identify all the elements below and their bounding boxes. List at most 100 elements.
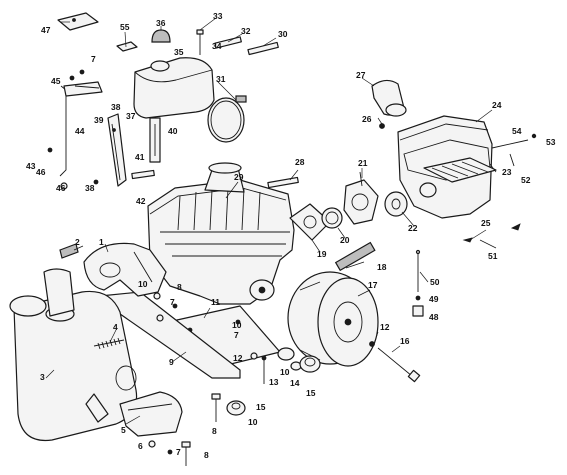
part-3-muffler [9, 268, 138, 442]
callout-47: 47 [41, 25, 51, 35]
callout-25: 25 [481, 218, 491, 228]
callout-1: 1 [99, 237, 104, 247]
part-14-bushing [277, 347, 302, 371]
callout-24: 24 [492, 100, 502, 110]
part-51-clip [510, 223, 521, 231]
callout-7-d: 7 [176, 447, 181, 457]
callout-30: 30 [278, 29, 288, 39]
callout-7-c: 7 [234, 330, 239, 340]
part-43-washer [47, 147, 53, 153]
callout-32: 32 [241, 26, 251, 36]
part-5-heat-shield [119, 391, 183, 437]
part-38-nut [93, 179, 99, 185]
part-26-clamp [379, 123, 385, 129]
callout-10-a: 10 [138, 279, 148, 289]
callout-15-b: 15 [256, 402, 266, 412]
callout-55: 55 [120, 22, 130, 32]
callout-21: 21 [358, 158, 368, 168]
callout-46-b: 46 [56, 183, 66, 193]
callout-2: 2 [75, 237, 80, 247]
callout-9: 9 [169, 357, 174, 367]
callout-28: 28 [295, 157, 305, 167]
callout-20: 20 [340, 235, 350, 245]
part-2-gasket [59, 243, 79, 259]
part-41-bracket [107, 113, 127, 187]
callout-23: 23 [502, 167, 512, 177]
callout-38-a: 38 [111, 102, 121, 112]
part-25-clip [462, 237, 473, 243]
part-17-pulley [287, 271, 379, 367]
part-8-bolts [181, 393, 221, 466]
part-28-pin [267, 176, 299, 189]
callout-10-c: 10 [280, 367, 290, 377]
callout-42: 42 [136, 196, 146, 206]
callout-53: 53 [546, 137, 556, 147]
callout-41: 41 [135, 152, 145, 162]
callout-50: 50 [430, 277, 440, 287]
part-18-bar [334, 241, 376, 272]
part-31-clamp [207, 95, 247, 143]
part-54-rod [491, 139, 529, 149]
leader-lines [45, 17, 497, 425]
callout-16: 16 [400, 336, 410, 346]
callout-numbers: 47 55 36 33 34 35 32 30 7 45 31 27 24 38… [26, 11, 556, 460]
callout-22: 22 [408, 223, 418, 233]
part-30-pin [247, 41, 279, 56]
callout-10-d: 10 [248, 417, 258, 427]
part-40-strap [149, 117, 161, 163]
part-16-bolt [369, 341, 421, 383]
callout-37: 37 [126, 111, 136, 121]
part-50-stud [412, 249, 424, 317]
part-44-bracket [59, 81, 103, 177]
callout-46-a: 46 [36, 167, 46, 177]
part-32-pin [214, 36, 242, 49]
part-45-nut [69, 75, 75, 81]
part-1-exhaust-manifold [83, 242, 167, 297]
callout-40: 40 [168, 126, 178, 136]
part-13-stud [261, 355, 267, 384]
part-53-screw [531, 133, 537, 139]
part-4-spring [93, 337, 125, 350]
part-6-nut [148, 440, 156, 448]
part-21-carburetor [343, 171, 379, 225]
part-7-washer-lower [167, 449, 173, 455]
callout-44: 44 [75, 126, 85, 136]
callout-15-a: 15 [306, 388, 316, 398]
callout-6: 6 [138, 441, 143, 451]
part-55-strip [116, 41, 138, 52]
callout-5: 5 [121, 425, 126, 435]
callout-31: 31 [216, 74, 226, 84]
callout-43: 43 [26, 161, 36, 171]
callout-12-a: 12 [380, 322, 390, 332]
callout-54: 54 [512, 126, 522, 136]
callout-45: 45 [51, 76, 61, 86]
part-27-elbow [371, 79, 407, 117]
part-36-fuel-cap [151, 29, 171, 43]
callout-10-b: 10 [232, 320, 242, 330]
callout-3: 3 [40, 372, 45, 382]
callout-39: 39 [94, 115, 104, 125]
part-20-ring [321, 207, 343, 229]
callout-33: 33 [213, 11, 223, 21]
callout-8-a: 8 [177, 282, 182, 292]
callout-7-b: 7 [170, 297, 175, 307]
callout-17: 17 [368, 280, 378, 290]
callout-7-a: 7 [91, 54, 96, 64]
callout-12-b: 12 [233, 353, 243, 363]
part-10-washers [153, 292, 258, 360]
callout-29: 29 [234, 172, 244, 182]
callout-8-c: 8 [204, 450, 209, 460]
callout-49: 49 [429, 294, 439, 304]
part-29-engine-assembly [147, 162, 295, 305]
part-22-silencer-end [384, 191, 408, 217]
callout-27: 27 [356, 70, 366, 80]
callout-35: 35 [174, 47, 184, 57]
callout-48: 48 [429, 312, 439, 322]
callout-8-b: 8 [212, 426, 217, 436]
callout-52: 52 [521, 175, 531, 185]
callout-34: 34 [212, 41, 222, 51]
part-23-screen [423, 157, 497, 183]
callout-38-b: 38 [85, 183, 95, 193]
callout-51: 51 [488, 251, 498, 261]
